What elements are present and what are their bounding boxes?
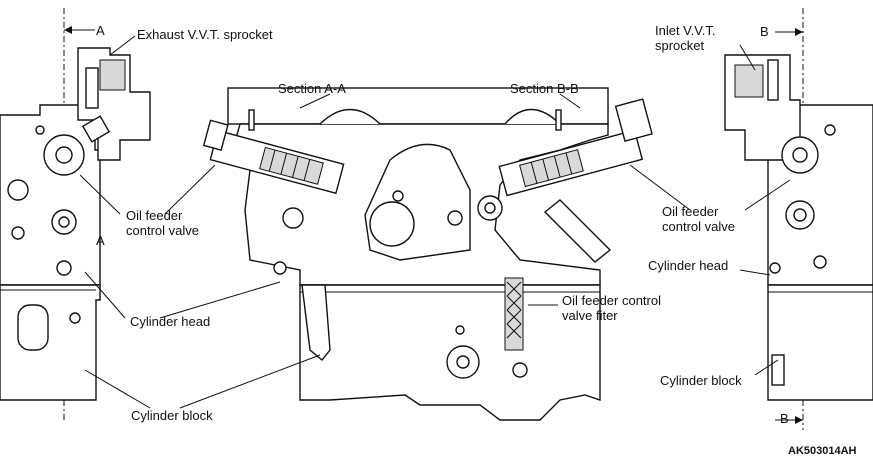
leader-oil-feeder-right-a [629, 164, 691, 211]
leader-inlet-vvt [739, 44, 756, 71]
valve-rib-7 [553, 155, 561, 178]
valve-rib-6 [542, 158, 549, 181]
label-cylinder-head-center: Cylinder head [130, 314, 211, 329]
leader-head-right [739, 269, 771, 276]
inlet-sprocket-teeth [734, 64, 764, 98]
right-cylinder-block [767, 284, 873, 401]
bolt-right-1-core [793, 208, 807, 222]
block-rib-left [301, 284, 331, 361]
leader-oil-feeder-left-b [79, 174, 121, 215]
valve-connector-right [614, 98, 653, 142]
bolt-left-5 [56, 260, 72, 276]
label-section-aa: Section A-A [278, 81, 346, 96]
bolt-right-4 [769, 262, 781, 274]
label-cylinder-head-right: Cylinder head [648, 258, 729, 273]
bolt-center-2 [282, 207, 304, 229]
leader-block-right [754, 359, 779, 376]
label-oil-feeder-control-valve-right: Oil feeder control valve [662, 204, 735, 234]
valve-rib-8 [565, 152, 573, 175]
boss-1 [319, 108, 381, 125]
cam-hole-center [392, 190, 404, 202]
leader-exhaust-vvt [109, 35, 136, 56]
cam-center-right [792, 147, 808, 163]
valve-rib-4 [303, 159, 311, 181]
leader-block-center-a [179, 354, 321, 409]
block-port-left [17, 304, 49, 351]
label-section-bb: Section B-B [510, 81, 579, 96]
sprocket-teeth [99, 59, 126, 91]
bolt-left-3 [7, 179, 29, 201]
bolt-left-6 [69, 312, 81, 324]
valve-head-left [81, 115, 111, 143]
marker-b-top: B [760, 24, 769, 39]
bolt-center-4-core [484, 202, 496, 214]
leader-lines [79, 35, 791, 409]
oil-feeder-valve-right-shape [498, 98, 653, 197]
bolt-left-4 [11, 226, 25, 240]
valve-connector-left [202, 119, 229, 151]
bore-block-center-core [456, 355, 470, 369]
label-exhaust-vvt-sprocket: Exhaust V.V.T. sprocket [137, 27, 273, 42]
cam-bore-center [369, 201, 415, 247]
figure-code: AK503014AH [788, 445, 857, 457]
leader-section-aa [299, 93, 331, 109]
bolt-right-2 [824, 124, 836, 136]
label-cylinder-block-center: Cylinder block [131, 408, 213, 423]
bolt-center-1 [447, 210, 463, 226]
leader-section-bb [559, 93, 581, 109]
valve-rib-5 [530, 161, 538, 184]
bolt-left-2 [35, 125, 45, 135]
oil-passage [543, 199, 612, 263]
leader-oil-feeder-right-b [744, 179, 791, 211]
block-rib-right [771, 354, 785, 386]
bolt-center-3 [273, 261, 287, 275]
oil-feeder-valve-left-shape [202, 119, 345, 195]
marker-a-top: A [96, 23, 105, 38]
valve-rib-2 [280, 153, 288, 175]
leader-head-center-a [159, 281, 281, 319]
bolt-right-3 [813, 255, 827, 269]
label-oil-feeder-control-valve-filter: Oil feeder control valve fiter [562, 293, 661, 323]
oil-filter [504, 277, 524, 351]
valve-rib-1 [268, 149, 276, 172]
bolt-left-1-core [58, 216, 70, 228]
sprocket-hub [85, 67, 99, 109]
leader-head-center-b [84, 271, 126, 319]
label-cylinder-block-right: Cylinder block [660, 373, 742, 388]
left-detail-view [0, 8, 151, 420]
cam-center-left [55, 146, 73, 164]
marker-a-mid: A [96, 233, 105, 248]
left-cylinder-block [0, 284, 101, 401]
leader-oil-feeder-left-a [164, 164, 216, 215]
label-oil-feeder-control-valve-left: Oil feeder control valve [126, 208, 199, 238]
marker-b-bottom: B [780, 411, 789, 426]
filter-mesh [506, 281, 522, 339]
leader-block-center-b [84, 369, 151, 409]
pin-right [555, 109, 562, 131]
label-inlet-vvt-sprocket: Inlet V.V.T. sprocket [655, 23, 716, 53]
arrow-head-b-bottom [795, 416, 803, 424]
arrow-head-b-top [795, 28, 803, 36]
center-section-view [202, 87, 653, 421]
right-detail-view [724, 8, 873, 430]
pin-left [248, 109, 255, 131]
boss-2 [504, 108, 561, 125]
valve-coil-left [259, 146, 324, 185]
inlet-sprocket-hub [767, 59, 779, 101]
valve-rib-3 [292, 156, 299, 178]
arrow-head-a-top [64, 26, 72, 34]
bolt-center-6 [512, 362, 528, 378]
bolt-center-5 [455, 325, 465, 335]
